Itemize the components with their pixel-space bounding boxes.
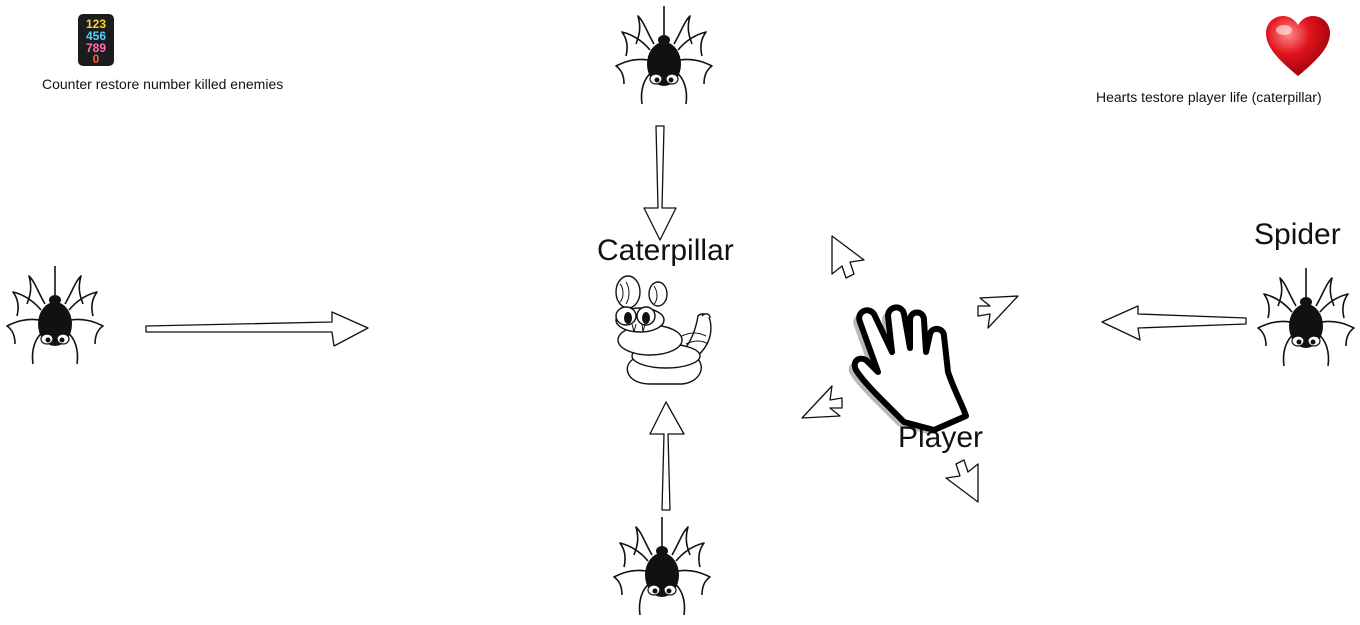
counter-row-4: 0 (93, 52, 100, 66)
counter-row-2: 456 (86, 29, 106, 43)
arrow-icon (977, 295, 1019, 329)
spider-icon (6, 266, 104, 365)
arrow-icon (801, 385, 843, 419)
spider-label: Spider (1254, 218, 1341, 251)
arrow-icon (1101, 305, 1247, 341)
counter-caption: Counter restore number killed enemies (42, 76, 284, 92)
arrow-icon (649, 401, 685, 511)
hearts-caption: Hearts testore player life (caterpillar) (1096, 89, 1322, 105)
number-tile-icon: 123 456 789 0 (78, 14, 114, 66)
heart-icon (1266, 16, 1330, 76)
arrow-icon (643, 125, 677, 241)
spider-icon (613, 517, 711, 616)
arrow-icon (945, 459, 979, 503)
counter-row-1: 123 (86, 17, 106, 31)
caterpillar-label: Caterpillar (597, 234, 734, 267)
spider-icon (615, 6, 713, 105)
pointing-hand-cursor-icon (848, 304, 969, 434)
caterpillar-icon (615, 275, 712, 385)
arrow-icon (145, 311, 369, 347)
spider-icon (1257, 268, 1355, 367)
arrow-icon (831, 235, 865, 279)
counter-row-3: 789 (86, 41, 106, 55)
